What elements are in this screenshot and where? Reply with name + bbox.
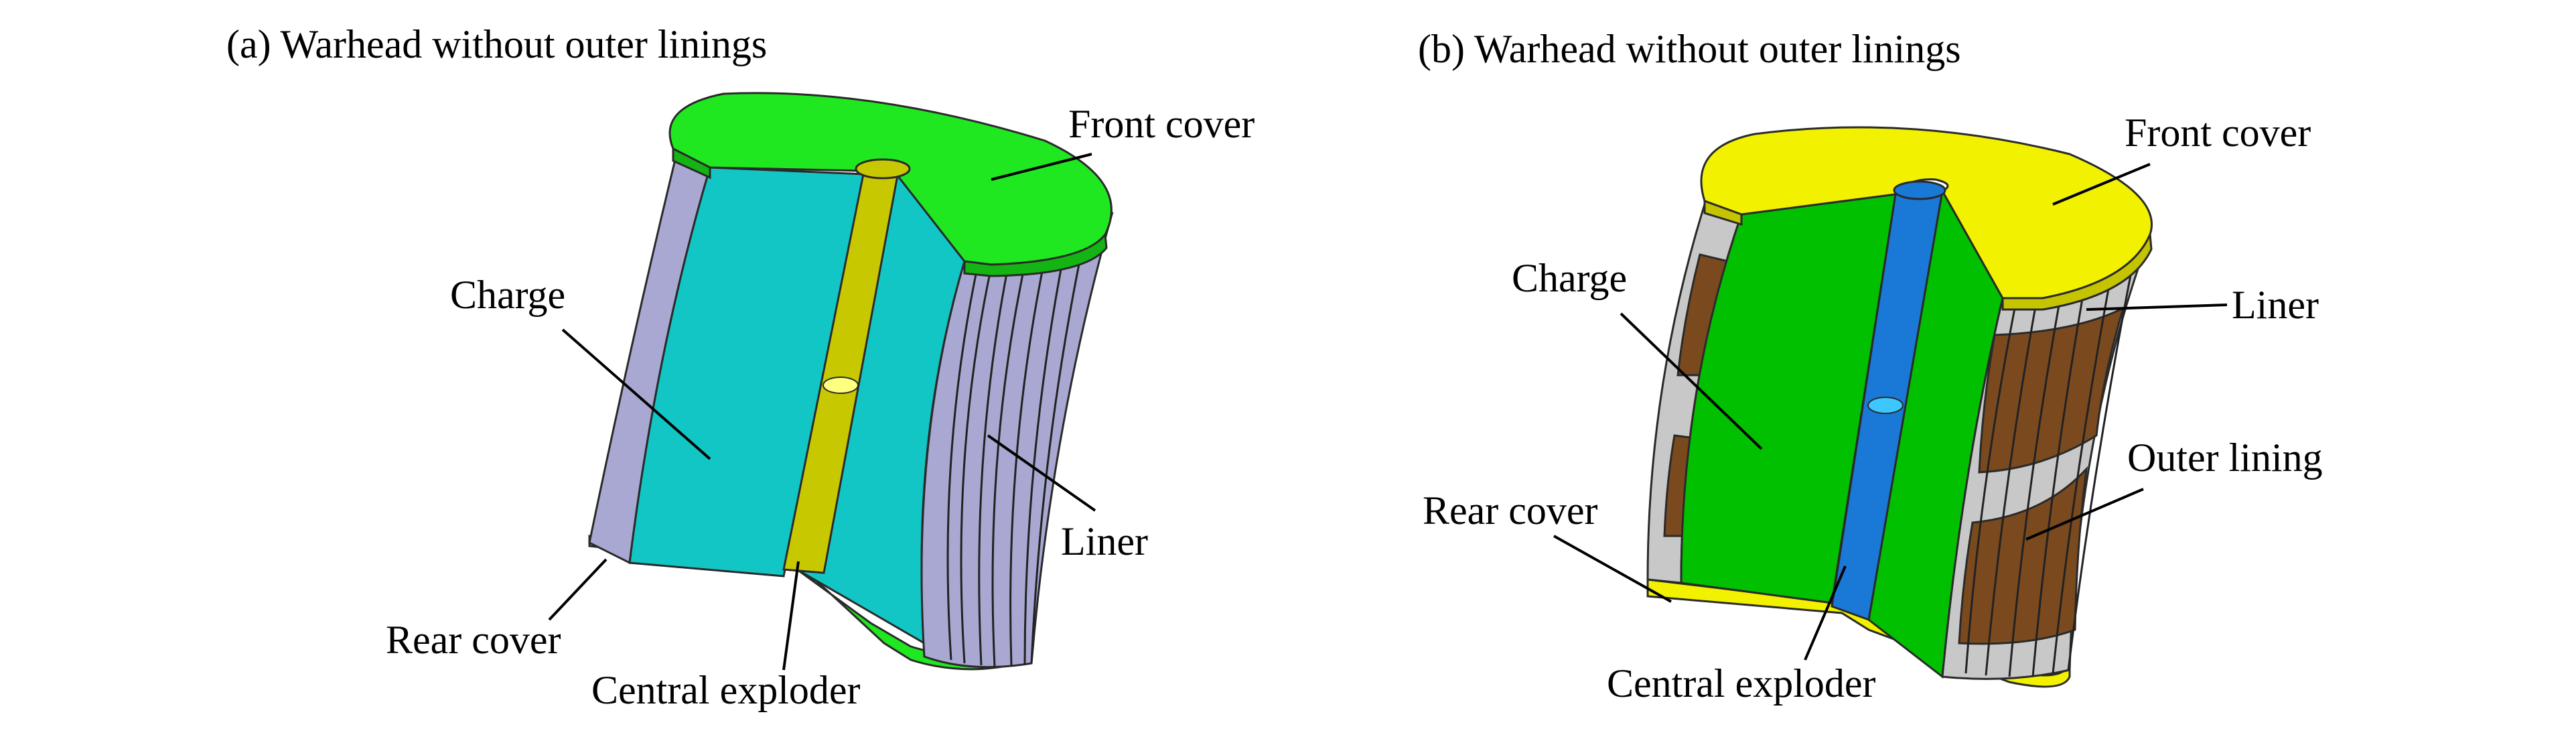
front-cover-b-hole	[1893, 180, 1946, 200]
leader-front-cover-b	[2052, 163, 2151, 206]
charge-b-left-face	[1680, 193, 1897, 604]
label-front-cover-a: Front cover	[1068, 102, 1255, 146]
label-rear-cover-a: Rear cover	[386, 618, 561, 662]
panel-a-title: (a) Warhead without outer linings	[226, 22, 767, 66]
label-central-exploder-b: Central exploder	[1607, 661, 1876, 705]
leader-rear-cover-b	[1553, 535, 1672, 603]
label-central-exploder-a: Central exploder	[591, 668, 861, 712]
label-liner-a: Liner	[1061, 519, 1148, 563]
leader-rear-cover-a	[548, 558, 607, 621]
front-cover-b-rim	[1703, 199, 1743, 226]
liner-b-seams	[1964, 261, 2135, 677]
leader-central-exploder-a	[782, 561, 800, 671]
front-cover-a-hole	[855, 158, 911, 180]
label-outer-lining-b: Outer lining	[2127, 435, 2323, 480]
leader-outer-lining-b	[2025, 488, 2144, 541]
leader-charge-a	[561, 328, 711, 460]
charge-a-left-face	[628, 166, 865, 578]
central-exploder-a-bore	[822, 377, 859, 394]
panel-a: (a) Warhead without outer linings	[226, 22, 1255, 712]
front-cover-a-rim	[672, 147, 711, 180]
leader-liner-b	[2086, 304, 2228, 311]
warhead-b-illustration	[1646, 126, 2153, 688]
panel-b-title: (b) Warhead without outer linings	[1418, 27, 1961, 71]
label-front-cover-b: Front cover	[2125, 111, 2311, 155]
panel-b: (b) Warhead without outer linings	[1418, 27, 2323, 705]
liner-a-seams	[946, 234, 1086, 667]
leader-central-exploder-b	[1804, 565, 1847, 661]
front-cover-a-rim-right	[963, 232, 1108, 277]
leader-liner-a	[987, 434, 1096, 512]
front-cover-b	[1700, 126, 2153, 299]
label-rear-cover-b: Rear cover	[1423, 488, 1598, 533]
warhead-a-illustration	[588, 92, 1114, 671]
label-charge-b: Charge	[1512, 256, 1627, 300]
leader-charge-b	[1620, 312, 1763, 450]
central-exploder-b-bore	[1867, 397, 1904, 414]
label-charge-a: Charge	[450, 273, 565, 317]
label-liner-b: Liner	[2232, 283, 2319, 327]
front-cover-b-rim-right	[2001, 234, 2153, 311]
leader-front-cover-a	[991, 153, 1092, 181]
